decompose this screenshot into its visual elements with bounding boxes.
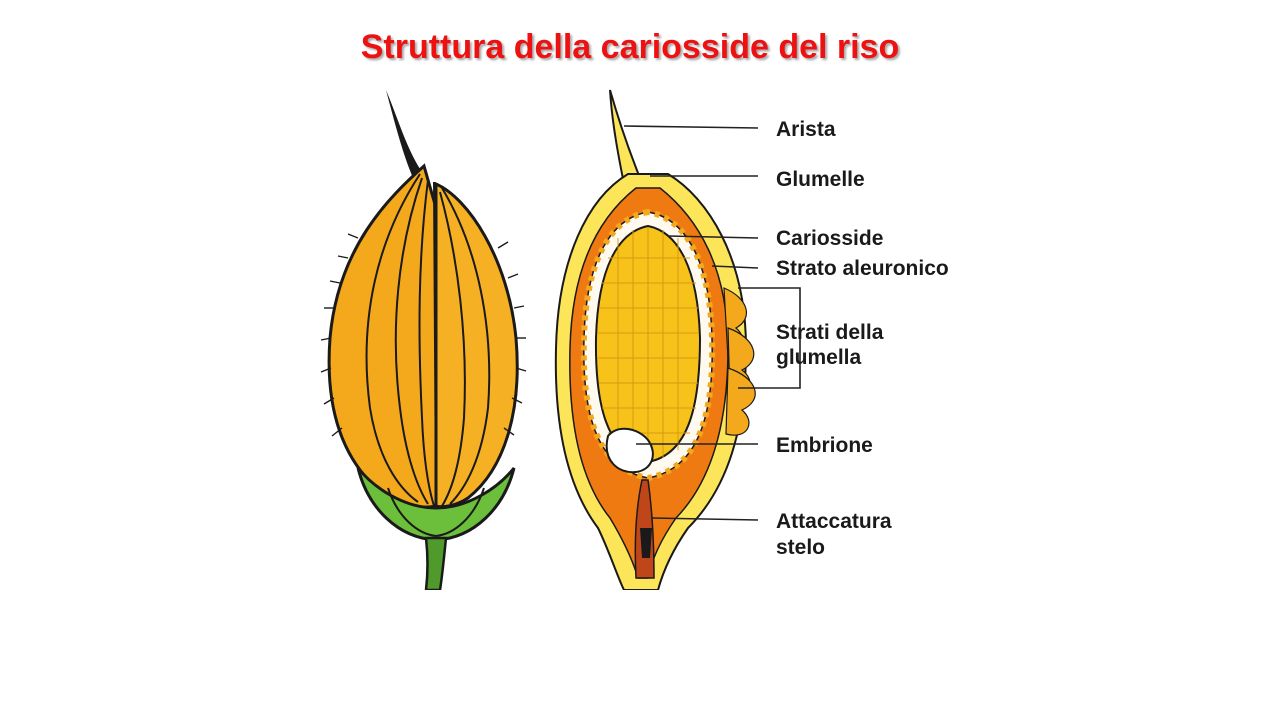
- label-strati-glumella-line1: Strati della: [776, 321, 884, 344]
- label-strato-aleuronico: Strato aleuronico: [776, 257, 949, 280]
- grain-cross-section: [554, 89, 756, 590]
- grain-base-glumes: [356, 467, 516, 542]
- section-glumella-flaps: [723, 287, 756, 436]
- grain-stem: [424, 536, 448, 590]
- label-leaders: [623, 125, 801, 521]
- grain-hairs: [320, 233, 527, 437]
- label-attaccatura-line2: stelo: [776, 536, 825, 559]
- label-glumelle: Glumelle: [776, 168, 865, 191]
- section-embryo: [605, 427, 654, 474]
- section-arista: [609, 89, 642, 186]
- label-embrione: Embrione: [776, 434, 873, 457]
- whole-grain-illustration: [320, 90, 527, 590]
- grain-tip: [386, 90, 422, 180]
- label-strati-glumella-line2: glumella: [776, 346, 862, 369]
- rice-grain-diagram: Arista Glumelle Cariosside Strato aleuro…: [320, 89, 949, 590]
- slide-title: Struttura della cariosside del riso: [360, 28, 900, 66]
- label-cariosside: Cariosside: [776, 227, 883, 250]
- grain-veins: [365, 173, 491, 507]
- kernel-texture: [597, 228, 699, 460]
- label-arista: Arista: [776, 118, 836, 141]
- label-attaccatura-line1: Attaccatura: [776, 510, 892, 533]
